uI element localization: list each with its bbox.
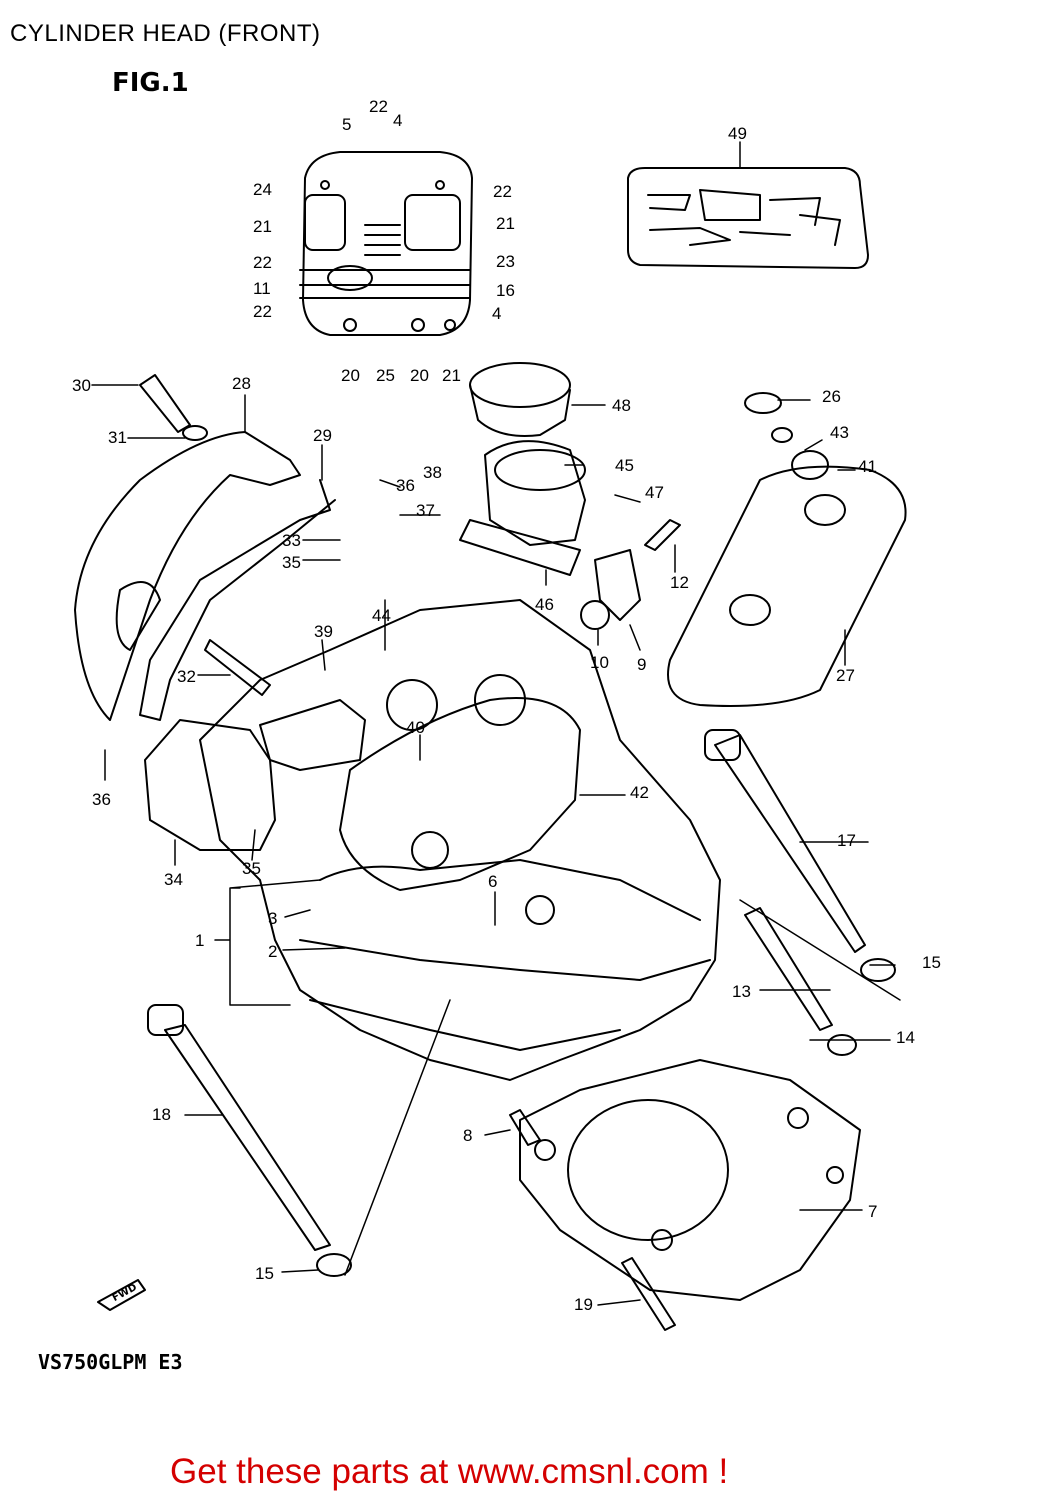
- callout-29: 29: [313, 426, 332, 445]
- callout-20a: 20: [341, 366, 360, 385]
- part-8-dowel: [509, 1109, 541, 1146]
- callout-43: 43: [830, 423, 849, 442]
- callout-25: 25: [376, 366, 395, 385]
- part-9-sensor: [594, 549, 641, 621]
- part-29-bracket: [139, 479, 336, 721]
- callout-26: 26: [822, 387, 841, 406]
- callout-7: 7: [868, 1202, 877, 1221]
- callout-19: 19: [574, 1295, 593, 1314]
- callout-4b: 4: [492, 304, 501, 323]
- callout-44: 44: [372, 606, 391, 625]
- part-32-spark-plug: [204, 639, 271, 696]
- callout-30: 30: [72, 376, 91, 395]
- callout-41: 41: [858, 457, 877, 476]
- part-45-intake: [459, 362, 586, 576]
- callout-18: 18: [152, 1105, 171, 1124]
- callout-46: 46: [535, 595, 554, 614]
- part-17-bolt: [714, 734, 866, 953]
- callout-22d: 22: [253, 302, 272, 321]
- callout-3: 3: [268, 909, 277, 928]
- part-12-bolt: [644, 519, 681, 551]
- part-13-stud: [744, 907, 833, 1031]
- callout-13: 13: [732, 982, 751, 1001]
- callout-17: 17: [837, 831, 856, 850]
- callout-42: 42: [630, 783, 649, 802]
- page-title: CYLINDER HEAD (FRONT): [10, 20, 321, 47]
- callout-34: 34: [164, 870, 183, 889]
- callout-2: 2: [268, 942, 277, 961]
- footer-shop-link[interactable]: Get these parts at www.cmsnl.com !: [170, 1452, 729, 1491]
- callout-11: 11: [253, 279, 271, 298]
- callout-45: 45: [615, 456, 634, 475]
- callout-48: 48: [612, 396, 631, 415]
- model-code: VS750GLPM E3: [38, 1350, 183, 1374]
- callout-49: 49: [728, 124, 747, 143]
- callout-5: 5: [342, 115, 351, 134]
- exploded-parts-diagram: 22 5 4 24 22 21 21 22 23 11 16 22 4 20 2…: [72, 97, 941, 1331]
- part-28-cover: [74, 431, 301, 721]
- callout-15a: 15: [922, 953, 941, 972]
- part-34-rocker-cover: [144, 719, 276, 851]
- callout-40: 40: [406, 718, 425, 737]
- fwd-arrow-icon: [97, 1279, 146, 1311]
- figure-label: FIG.1: [112, 68, 189, 98]
- part-27-cover: [667, 392, 907, 707]
- part-49-gasket: [627, 167, 869, 269]
- callout-35b: 35: [242, 859, 261, 878]
- callout-15b: 15: [255, 1264, 274, 1283]
- callout-39: 39: [314, 622, 333, 641]
- part-40-housing: [259, 699, 366, 771]
- callout-6: 6: [488, 872, 497, 891]
- callout-21a: 21: [253, 217, 272, 236]
- callout-8: 8: [463, 1126, 472, 1145]
- callout-38: 38: [423, 463, 442, 482]
- callout-27: 27: [836, 666, 855, 685]
- callout-1: 1: [195, 931, 204, 950]
- callout-31: 31: [108, 428, 127, 447]
- callout-20b: 20: [410, 366, 429, 385]
- part-30-bolt: [139, 374, 191, 433]
- callout-33: 33: [282, 531, 301, 550]
- head-top-view: [299, 151, 473, 336]
- callout-37: 37: [416, 501, 435, 520]
- callout-14: 14: [896, 1028, 915, 1047]
- callout-23: 23: [496, 252, 515, 271]
- part-18-bolt: [164, 1024, 331, 1251]
- callout-21b: 21: [496, 214, 515, 233]
- callout-36a: 36: [396, 476, 415, 495]
- callout-24: 24: [253, 180, 272, 199]
- part-1-cylinder-head: [199, 599, 721, 1081]
- callout-labels: 22 5 4 24 22 21 21 22 23 11 16 22 4 20 2…: [72, 97, 941, 1314]
- callout-10: 10: [590, 653, 609, 672]
- callout-4a: 4: [393, 111, 402, 130]
- part-19-bolt: [621, 1257, 676, 1331]
- callout-32: 32: [177, 667, 196, 686]
- callout-36b: 36: [92, 790, 111, 809]
- callout-9: 9: [637, 655, 646, 674]
- callout-47: 47: [645, 483, 664, 502]
- callout-12: 12: [670, 573, 689, 592]
- callout-16: 16: [496, 281, 515, 300]
- callout-22a: 22: [369, 97, 388, 116]
- callout-21c: 21: [442, 366, 461, 385]
- callout-28: 28: [232, 374, 251, 393]
- callout-35a: 35: [282, 553, 301, 572]
- part-7-gasket: [519, 1059, 861, 1301]
- callout-22c: 22: [253, 253, 272, 272]
- callout-22b: 22: [493, 182, 512, 201]
